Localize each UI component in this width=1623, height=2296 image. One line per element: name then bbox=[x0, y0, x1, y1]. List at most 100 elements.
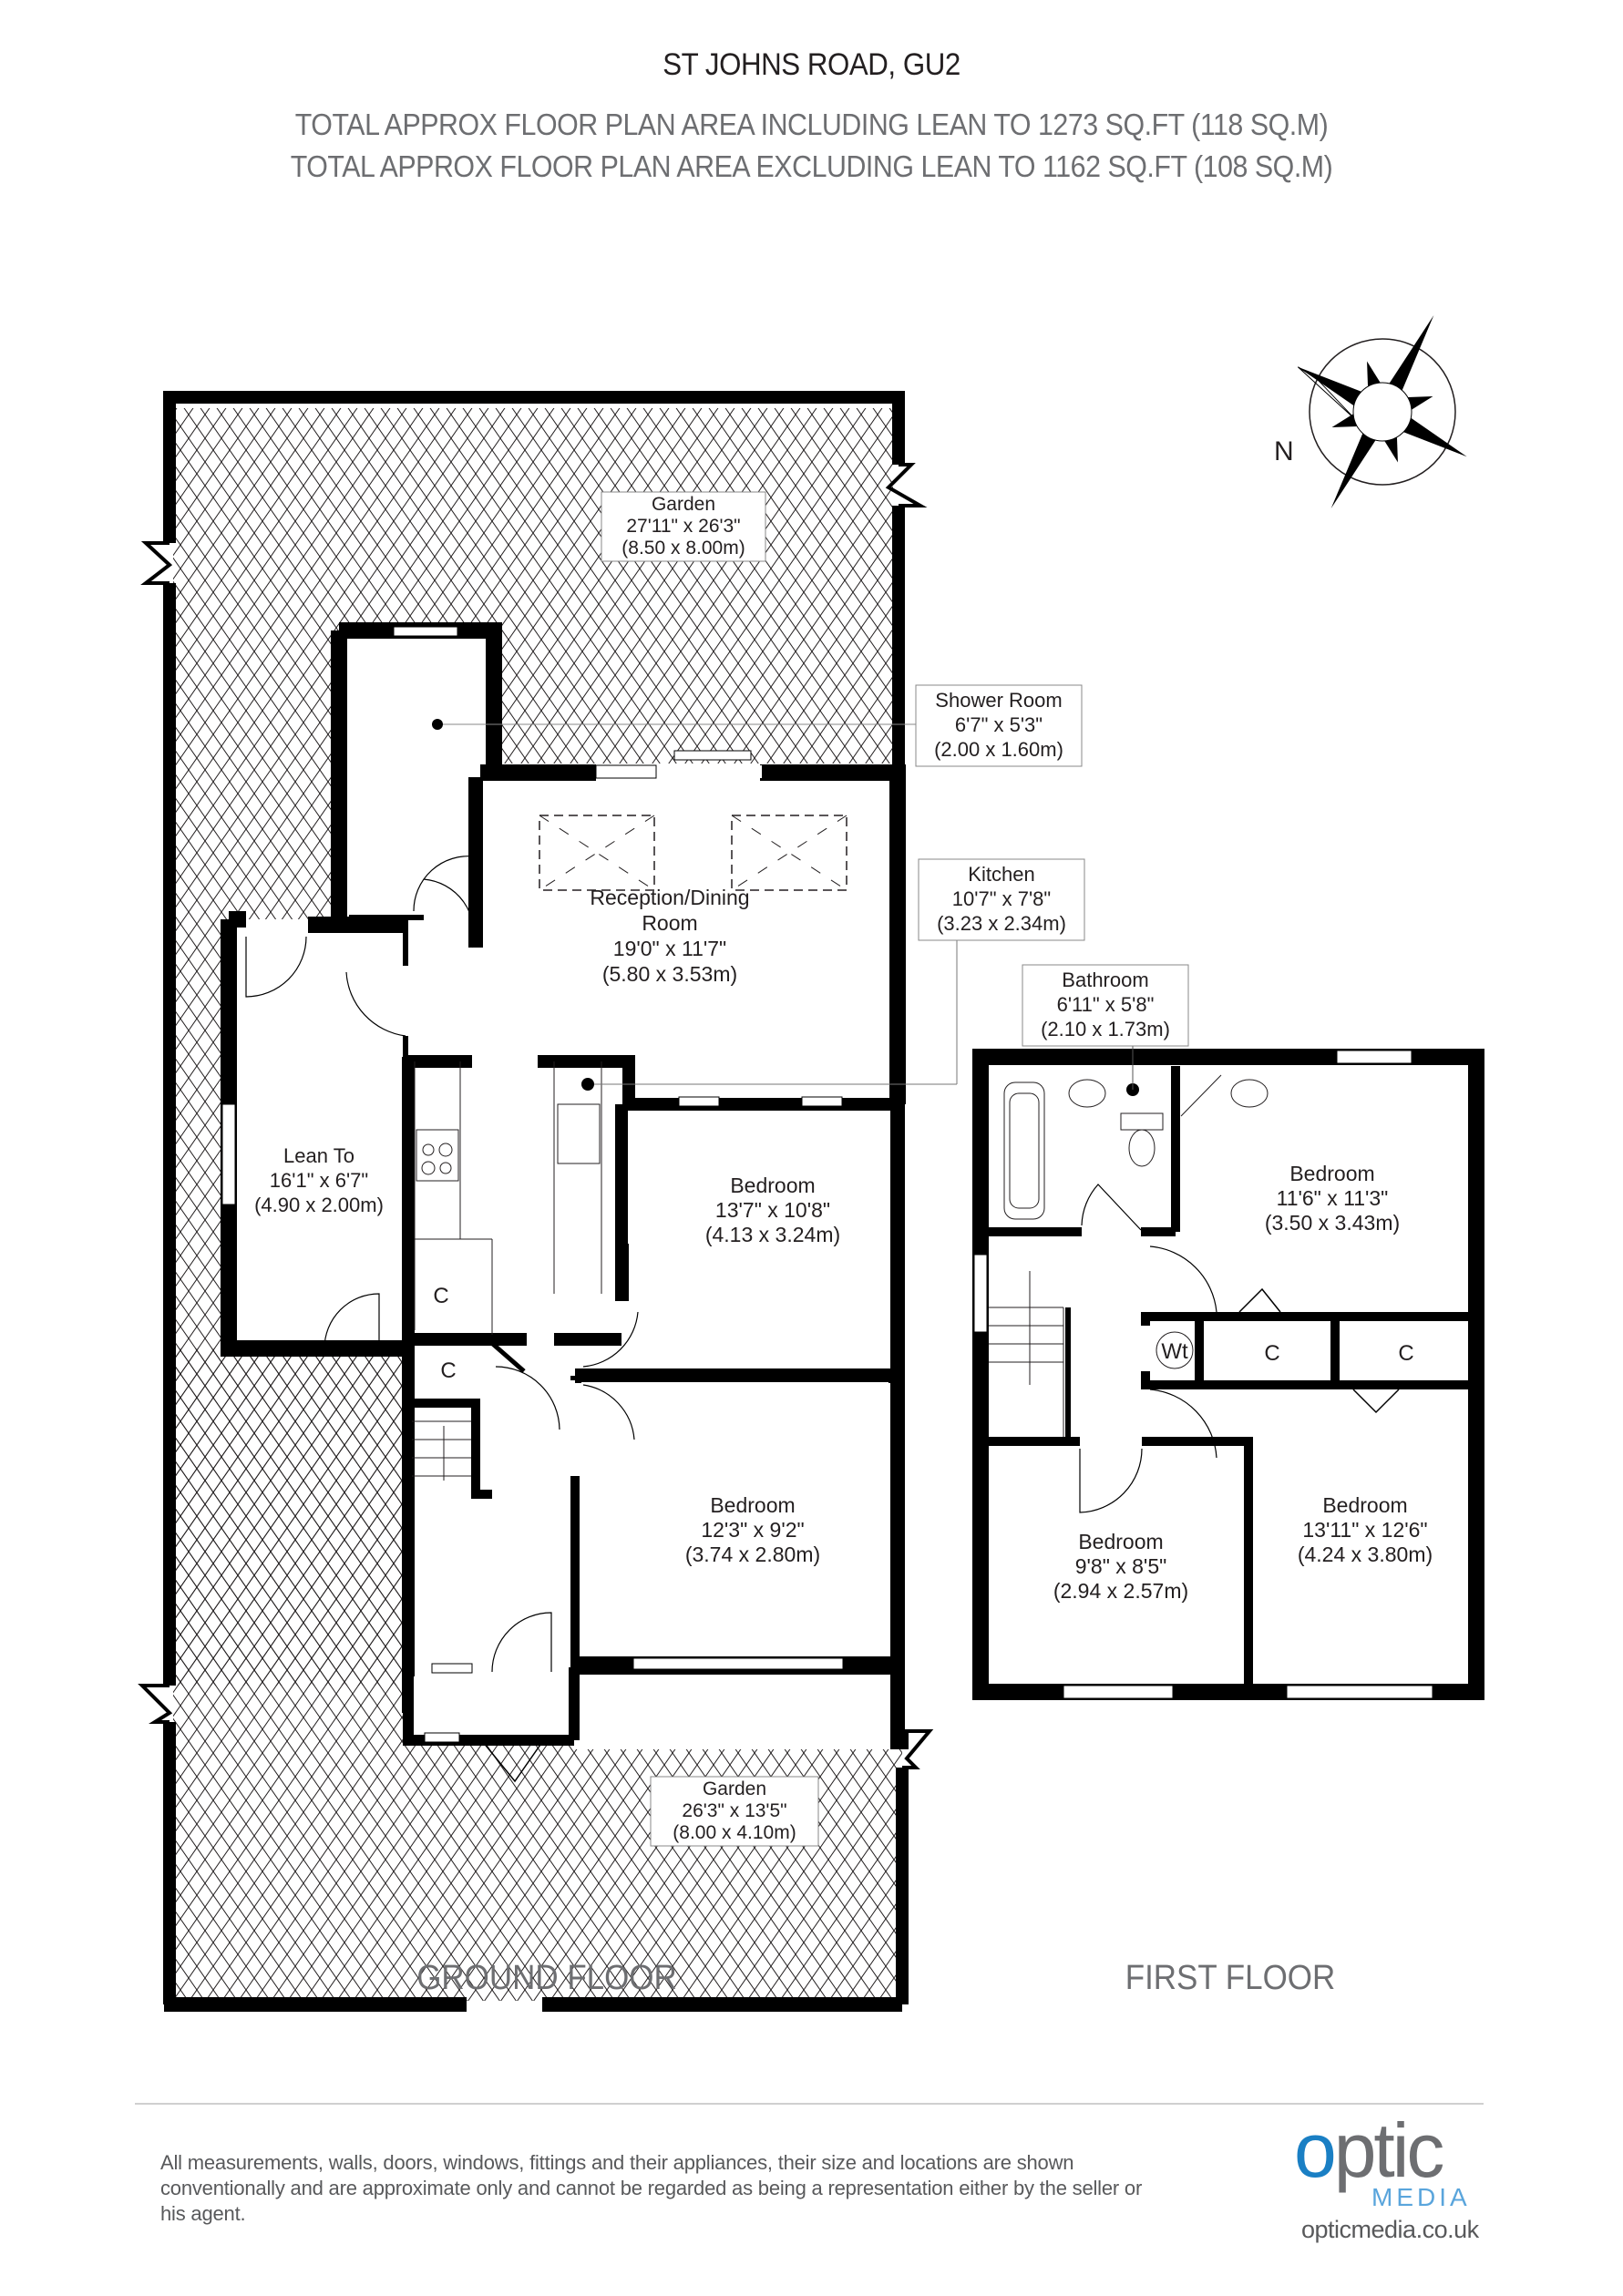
disclaimer-text: All measurements, walls, doors, windows,… bbox=[160, 2151, 1143, 2225]
compass-north-label: N bbox=[1274, 436, 1294, 466]
svg-text:Bedroom: Bedroom bbox=[730, 1174, 815, 1197]
svg-text:11'6" x 11'3": 11'6" x 11'3" bbox=[1277, 1186, 1389, 1210]
basin-icon bbox=[1230, 1079, 1269, 1108]
label-reception-dining: Reception/Dining Room 19'0" x 11'7" (5.8… bbox=[590, 886, 749, 986]
svg-text:(8.50 x 8.00m): (8.50 x 8.00m) bbox=[621, 538, 745, 559]
label-garden-front: Garden 26'3" x 13'5" (8.00 x 4.10m) bbox=[650, 1776, 819, 1847]
water-tank-label: Wt bbox=[1161, 1339, 1188, 1364]
footer-divider bbox=[135, 2103, 1484, 2105]
svg-text:16'1" x 6'7": 16'1" x 6'7" bbox=[270, 1169, 368, 1192]
property-title: ST JOHNS ROAD, GU2 bbox=[663, 47, 960, 82]
door-swing bbox=[413, 856, 475, 912]
svg-text:(3.23 x 2.34m): (3.23 x 2.34m) bbox=[937, 912, 1066, 935]
svg-text:Shower Room: Shower Room bbox=[935, 689, 1062, 712]
door-swing bbox=[345, 971, 406, 1037]
svg-text:Bathroom: Bathroom bbox=[1062, 969, 1148, 991]
door-swing bbox=[1149, 1245, 1217, 1313]
water-tank-icon bbox=[1156, 1331, 1194, 1369]
svg-text:Garden: Garden bbox=[652, 494, 715, 515]
svg-text:13'11" x 12'6": 13'11" x 12'6" bbox=[1302, 1518, 1427, 1542]
svg-text:6'11" x 5'8": 6'11" x 5'8" bbox=[1057, 993, 1155, 1016]
first-floor-plan: Wt C C Bathroom 6'11" x 5'8" (2.10 x 1.7… bbox=[972, 964, 1484, 1700]
svg-text:(5.80 x 3.53m): (5.80 x 3.53m) bbox=[602, 962, 737, 986]
svg-text:(2.00 x 1.60m): (2.00 x 1.60m) bbox=[934, 738, 1063, 761]
svg-text:(2.10 x 1.73m): (2.10 x 1.73m) bbox=[1041, 1018, 1170, 1040]
svg-text:Lean To: Lean To bbox=[283, 1144, 354, 1167]
stairs bbox=[412, 1420, 476, 1481]
label-bathroom: Bathroom 6'11" x 5'8" (2.10 x 1.73m) bbox=[1022, 964, 1189, 1047]
door-swing bbox=[582, 1384, 635, 1440]
svg-text:(4.90 x 2.00m): (4.90 x 2.00m) bbox=[254, 1194, 384, 1216]
svg-text:Bedroom: Bedroom bbox=[710, 1493, 795, 1517]
door-swing bbox=[1149, 1389, 1217, 1459]
area-including-lean-to: TOTAL APPROX FLOOR PLAN AREA INCLUDING L… bbox=[294, 108, 1329, 141]
shower-room-marker bbox=[581, 1078, 594, 1091]
stairs bbox=[989, 1271, 1064, 1440]
svg-text:26'3" x 13'5": 26'3" x 13'5" bbox=[682, 1800, 786, 1821]
first-floor-label: FIRST FLOOR bbox=[1125, 1959, 1336, 1997]
skylight bbox=[731, 815, 847, 891]
porch-floor bbox=[412, 1676, 571, 1740]
door-swing bbox=[491, 1612, 552, 1673]
svg-text:27'11" x 26'3": 27'11" x 26'3" bbox=[626, 516, 740, 537]
label-lean-to: Lean To 16'1" x 6'7" (4.90 x 2.00m) bbox=[254, 1144, 384, 1216]
svg-text:6'7" x 5'3": 6'7" x 5'3" bbox=[955, 713, 1043, 736]
svg-text:Garden: Garden bbox=[703, 1778, 766, 1799]
svg-text:(3.50 x 3.43m): (3.50 x 3.43m) bbox=[1265, 1211, 1400, 1235]
svg-text:10'7" x 7'8": 10'7" x 7'8" bbox=[952, 887, 1051, 910]
cupboard-label: C bbox=[1264, 1341, 1279, 1366]
svg-text:Kitchen: Kitchen bbox=[968, 863, 1034, 886]
bedroom-1-floor bbox=[629, 1112, 889, 1371]
logo-url: opticmedia.co.uk bbox=[1301, 2216, 1479, 2243]
door-swing bbox=[1079, 1448, 1143, 1513]
svg-text:Bedroom: Bedroom bbox=[1289, 1162, 1374, 1185]
boundary-break-symbol bbox=[138, 1684, 173, 1724]
door-swing bbox=[245, 936, 307, 998]
cupboard-label: C bbox=[433, 1284, 448, 1308]
sink-icon bbox=[557, 1103, 601, 1164]
bath-icon bbox=[1003, 1081, 1045, 1220]
area-excluding-lean-to: TOTAL APPROX FLOOR PLAN AREA EXCLUDING L… bbox=[290, 149, 1333, 183]
hob-icon bbox=[416, 1129, 459, 1182]
lean-to-walls bbox=[221, 911, 406, 1357]
svg-text:(2.94 x 2.57m): (2.94 x 2.57m) bbox=[1053, 1579, 1188, 1603]
ground-floor-plan: Garden 27'11" x 26'3" (8.50 x 8.00m) Sho… bbox=[138, 391, 1085, 2012]
svg-text:Room: Room bbox=[642, 911, 697, 935]
door-swing bbox=[582, 1311, 639, 1368]
label-kitchen: Kitchen 10'7" x 7'8" (3.23 x 2.34m) bbox=[918, 858, 1085, 941]
label-bedroom-ff-1: Bedroom 11'6" x 11'3" (3.50 x 3.43m) bbox=[1265, 1162, 1400, 1235]
svg-text:13'7" x 10'8": 13'7" x 10'8" bbox=[715, 1198, 830, 1222]
door-swing bbox=[324, 1293, 380, 1349]
svg-text:(4.24 x 3.80m): (4.24 x 3.80m) bbox=[1298, 1543, 1433, 1566]
svg-text:19'0" x 11'7": 19'0" x 11'7" bbox=[613, 937, 726, 960]
label-bedroom-gf-1: Bedroom 13'7" x 10'8" (4.13 x 3.24m) bbox=[705, 1174, 840, 1246]
first-floor-outer-walls bbox=[972, 1049, 1484, 1700]
optic-media-logo: optic MEDIA opticmedia.co.uk bbox=[1294, 2112, 1485, 2249]
logo-wordmark: optic bbox=[1294, 2107, 1444, 2193]
ground-floor-label: GROUND FLOOR bbox=[416, 1959, 677, 1997]
label-bedroom-ff-3: Bedroom 13'11" x 12'6" (4.24 x 3.80m) bbox=[1298, 1493, 1433, 1566]
boundary-break-symbol bbox=[885, 463, 928, 507]
logo-media-text: MEDIA bbox=[1371, 2183, 1471, 2211]
garden-boundary-wall bbox=[163, 391, 909, 2004]
boundary-break-symbol bbox=[140, 541, 173, 585]
svg-text:12'3" x 9'2": 12'3" x 9'2" bbox=[701, 1518, 804, 1542]
door-swing bbox=[1081, 1184, 1142, 1231]
cupboard-label: C bbox=[1398, 1341, 1413, 1366]
svg-text:Bedroom: Bedroom bbox=[1078, 1530, 1163, 1553]
cupboard-label: C bbox=[440, 1358, 456, 1383]
svg-text:(8.00 x 4.10m): (8.00 x 4.10m) bbox=[673, 1822, 796, 1843]
label-bedroom-ff-2: Bedroom 9'8" x 8'5" (2.94 x 2.57m) bbox=[1053, 1530, 1188, 1603]
skylight bbox=[539, 815, 655, 891]
label-shower-room: Shower Room 6'7" x 5'3" (2.00 x 1.60m) bbox=[432, 684, 1083, 767]
svg-text:(3.74 x 2.80m): (3.74 x 2.80m) bbox=[685, 1543, 820, 1566]
compass-rose-icon bbox=[1297, 315, 1467, 508]
svg-text:9'8" x 8'5": 9'8" x 8'5" bbox=[1075, 1554, 1167, 1578]
label-garden-rear: Garden 27'11" x 26'3" (8.50 x 8.00m) bbox=[601, 491, 766, 562]
svg-text:(4.13 x 3.24m): (4.13 x 3.24m) bbox=[705, 1223, 840, 1246]
svg-text:Reception/Dining: Reception/Dining bbox=[590, 886, 749, 909]
svg-text:Bedroom: Bedroom bbox=[1322, 1493, 1407, 1517]
door-swing bbox=[423, 878, 475, 948]
label-bedroom-gf-2: Bedroom 12'3" x 9'2" (3.74 x 2.80m) bbox=[685, 1493, 820, 1566]
